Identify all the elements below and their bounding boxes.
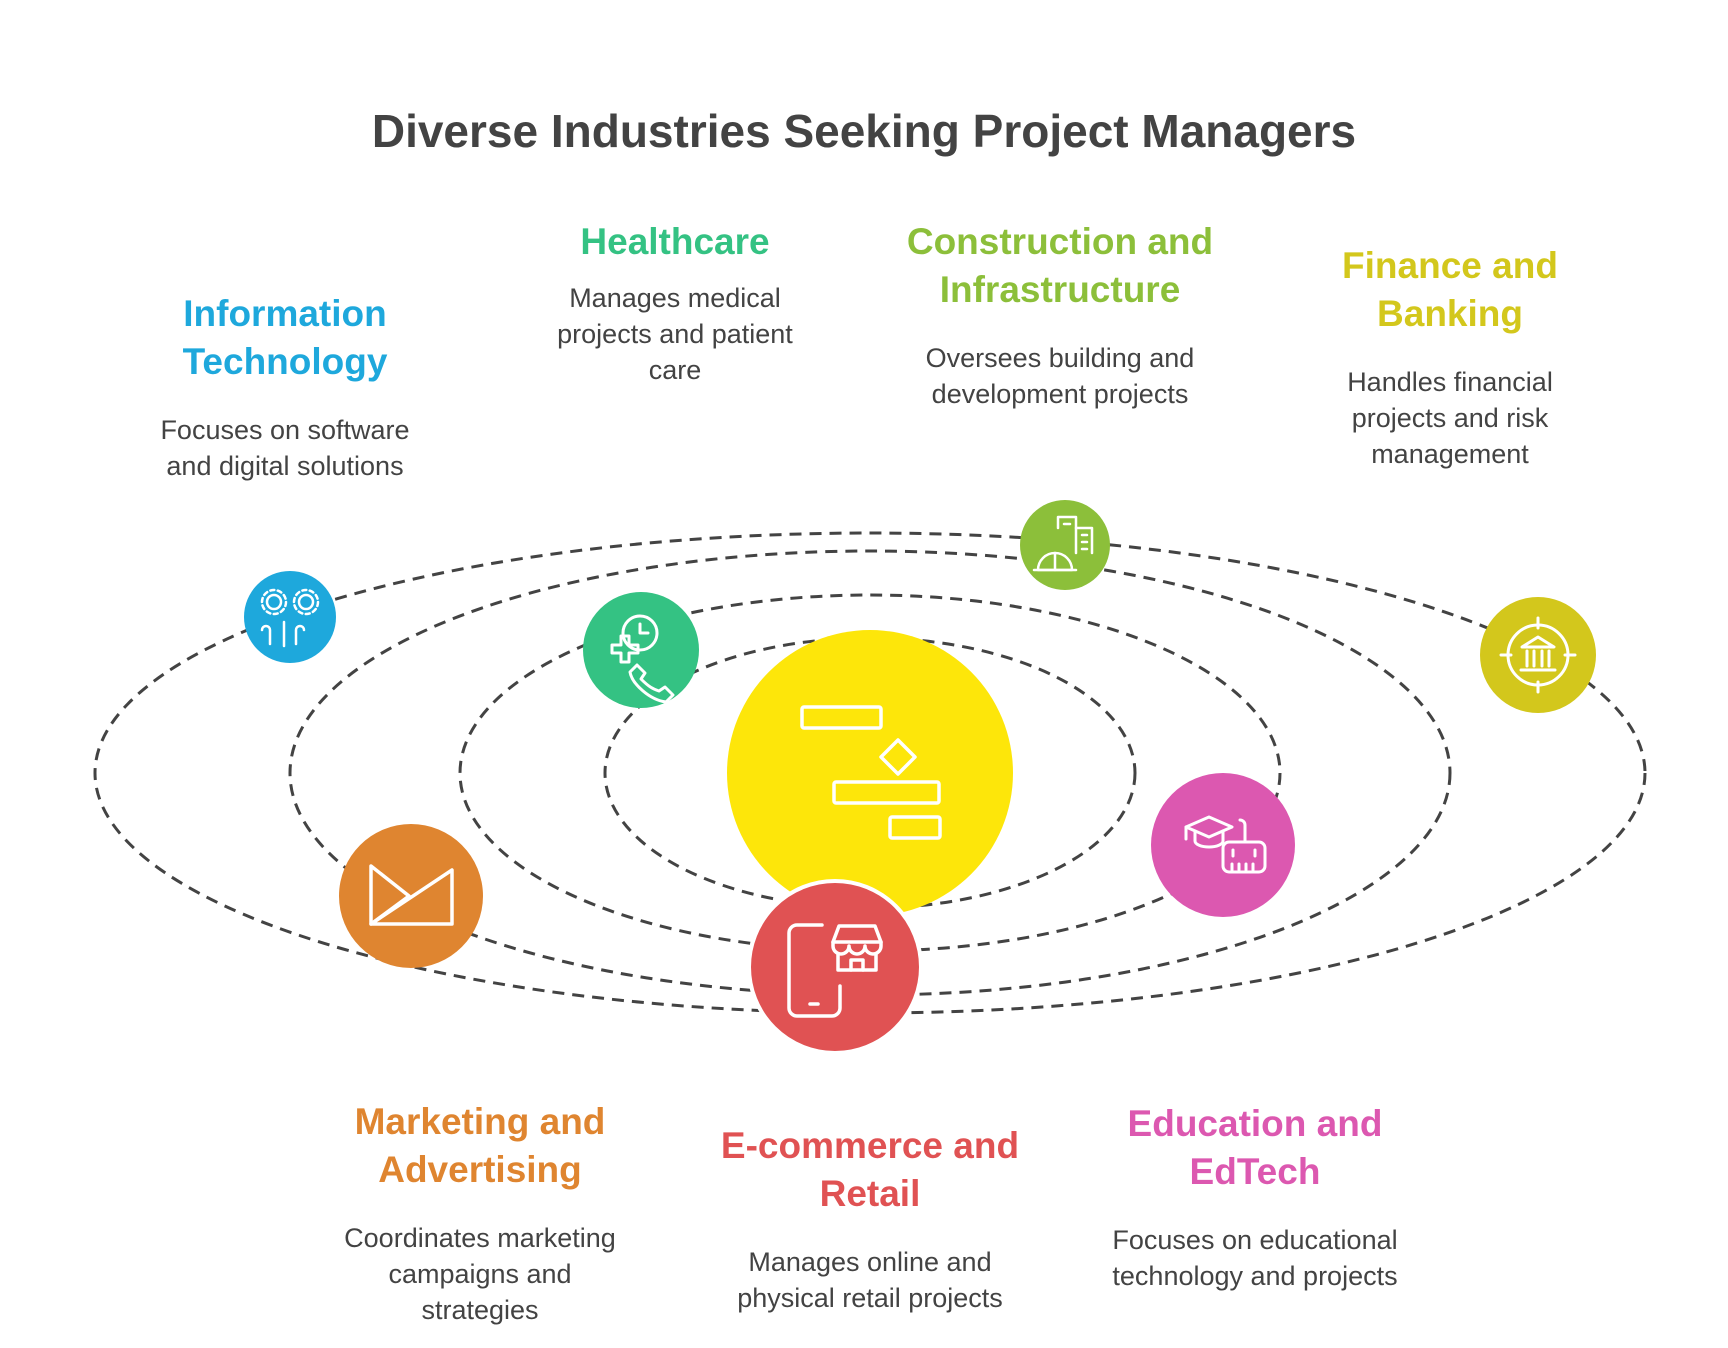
building-hardhat-icon	[1032, 515, 1094, 572]
bank-target-icon	[1499, 616, 1577, 694]
graduation-robot-icon	[1184, 815, 1267, 874]
orbit-ring-4	[93, 531, 1647, 1015]
industry-block-it: Information Technology Focuses on softwa…	[125, 290, 445, 484]
industry-block-construction: Construction and Infrastructure Oversees…	[880, 218, 1240, 412]
industry-heading-healthcare: Healthcare	[580, 221, 770, 262]
center-node	[727, 630, 1013, 916]
medical-phone-icon	[610, 614, 675, 704]
industry-description-finance: Handles financial projects and risk mana…	[1347, 367, 1553, 469]
industry-node-finance	[1480, 597, 1596, 713]
mobile-store-icon	[787, 923, 883, 1018]
industry-node-education	[1151, 773, 1295, 917]
industry-description-it: Focuses on software and digital solution…	[160, 415, 410, 481]
page-title: Diverse Industries Seeking Project Manag…	[371, 105, 1357, 157]
industry-node-ecommerce	[747, 879, 923, 1055]
industry-heading-ecommerce: E-commerce and Retail	[720, 1125, 1020, 1214]
gears-circuit-icon	[260, 588, 320, 648]
industry-block-ecommerce: E-commerce and Retail Manages online and…	[690, 1122, 1050, 1316]
gantt-chart-icon	[800, 705, 942, 840]
industry-node-healthcare	[583, 592, 699, 708]
industry-description-marketing: Coordinates marketing campaigns and stra…	[344, 1223, 616, 1325]
industry-block-marketing: Marketing and Advertising Coordinates ma…	[310, 1098, 650, 1328]
industry-node-construction	[1020, 500, 1110, 590]
industry-heading-finance: Finance and Banking	[1342, 245, 1558, 334]
industry-block-education: Education and EdTech Focuses on educatio…	[1085, 1100, 1425, 1294]
industry-block-finance: Finance and Banking Handles financial pr…	[1290, 242, 1610, 472]
industry-heading-marketing: Marketing and Advertising	[354, 1101, 606, 1190]
industry-block-healthcare: Healthcare Manages medical projects and …	[515, 218, 835, 388]
industry-heading-education: Education and EdTech	[1127, 1103, 1383, 1192]
industry-heading-it: Information Technology	[182, 293, 388, 382]
industry-description-ecommerce: Manages online and physical retail proje…	[737, 1247, 1003, 1313]
industry-heading-construction: Construction and Infrastructure	[906, 221, 1214, 310]
industry-description-construction: Oversees building and development projec…	[925, 343, 1195, 409]
megaphone-play-icon	[369, 864, 454, 926]
industry-node-it	[244, 571, 336, 663]
orbit-ring-2	[458, 593, 1282, 953]
industry-description-education: Focuses on educational technology and pr…	[1112, 1225, 1398, 1291]
industry-description-healthcare: Manages medical projects and patient car…	[557, 283, 793, 385]
industry-node-marketing	[339, 824, 483, 968]
